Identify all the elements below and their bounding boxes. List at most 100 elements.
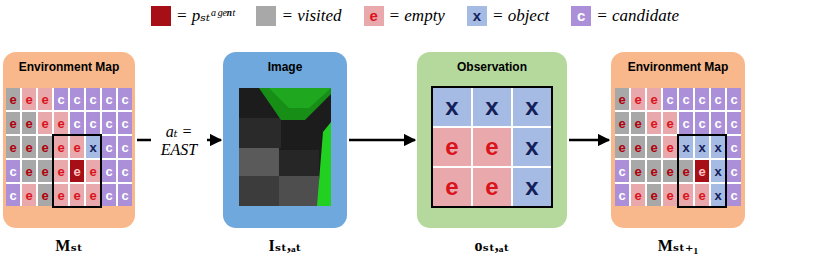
cell-letter: e [25,117,32,130]
grid-cell: x [711,136,725,158]
grid-cell: c [663,88,677,110]
cell-letter: e [618,117,625,130]
cell-letter: c [698,93,705,106]
panel: Observationoₛₜ,ₐₜxxxeexeex [417,52,567,228]
grid-cell: c [6,160,20,182]
cell-letter: x [525,135,538,159]
grid-cell: e [679,160,693,182]
grid-cell: c [118,88,132,110]
grid-cell: e [22,136,36,158]
cell-letter: c [714,117,721,130]
cell-letter: e [666,189,673,202]
cell-letter: c [730,165,737,178]
swatch-letter: x [473,8,481,23]
legend-text: = object [492,6,549,26]
grid-cell: c [727,160,741,182]
grid-cell: e [70,136,84,158]
cell-letter: e [698,165,705,178]
grid-cell: c [711,88,725,110]
cell-letter: c [730,117,737,130]
legend-item: = pₛₜᵃᵍᵉⁿᵗ [151,5,234,26]
legend-text: = visited [281,6,341,26]
cell-letter: e [25,141,32,154]
cell-letter: e [618,93,625,106]
cell-letter: e [25,165,32,178]
grid-cell: c [102,160,116,182]
cell-letter: c [121,189,128,202]
grid-cell: x [513,88,551,126]
cell-letter: c [9,189,16,202]
cell-letter: e [650,117,657,130]
panel-caption: Mₛₜ [3,236,135,255]
grid-cell: e [54,184,68,206]
cell-letter: e [650,141,657,154]
cell-letter: e [650,189,657,202]
grid-cell: x [473,88,511,126]
cell-letter: e [9,93,16,106]
legend-swatch [256,6,276,26]
grid-cell: e [631,160,645,182]
cell-letter: e [57,141,64,154]
cell-letter: e [445,135,458,159]
swatch-letter: c [577,8,585,23]
cell-letter: e [25,93,32,106]
cell-letter: c [9,165,16,178]
legend-swatch [151,6,171,26]
cell-letter: c [618,189,625,202]
grid-cell: c [727,112,741,134]
grid: eeeccccceeeecccceeeeexccceeeeeccceeeeecc [6,88,132,206]
grid-cell: c [118,136,132,158]
grid-cell: c [118,184,132,206]
grid-cell: e [433,168,471,206]
grid-cell: e [22,160,36,182]
cell-letter: c [121,117,128,130]
cell-letter: c [121,93,128,106]
grid-cell: e [38,88,52,110]
grid-cell: e [6,112,20,134]
cell-letter: e [73,189,80,202]
grid-cell: e [70,184,84,206]
panel-caption: Mₛₜ₊₁ [611,236,745,255]
cell-letter: e [57,189,64,202]
cell-letter: e [682,165,689,178]
grid-cell: e [86,160,100,182]
grid-cell: c [615,160,629,182]
cell-letter: c [105,165,112,178]
cell-letter: c [730,189,737,202]
cell-letter: c [105,117,112,130]
cell-letter: e [634,165,641,178]
flow-arrow [569,139,609,142]
grid-cell: c [679,88,693,110]
cell-letter: e [485,175,498,199]
cell-letter: e [682,189,689,202]
panel: ImageIₛₜ,ₐₜ [223,52,347,228]
grid-cell: e [663,160,677,182]
grid-cell: e [679,184,693,206]
grid-cell: c [118,160,132,182]
grid-cell: e [6,88,20,110]
grid-cell: e [631,112,645,134]
grid-cell: c [102,136,116,158]
legend-item: c= candidate [571,6,679,26]
grid-cell: c [727,88,741,110]
legend-swatch: c [571,6,591,26]
panel-title: Observation [417,60,567,74]
cell-letter: e [650,93,657,106]
cell-letter: c [730,93,737,106]
legend-item: x = object [467,6,549,26]
cell-letter: e [9,117,16,130]
cell-letter: x [89,141,96,154]
grid-cell: c [727,184,741,206]
cell-letter: c [73,117,80,130]
cell-letter: e [41,93,48,106]
cell-letter: x [525,95,538,119]
grid-cell: e [6,136,20,158]
grid-cell: c [6,184,20,206]
cell-letter: e [618,141,625,154]
grid-cell: x [711,184,725,206]
cell-letter: e [666,117,673,130]
panel-title: Image [223,60,347,74]
grid-cell: e [86,184,100,206]
cell-letter: c [105,93,112,106]
cell-letter: e [650,165,657,178]
